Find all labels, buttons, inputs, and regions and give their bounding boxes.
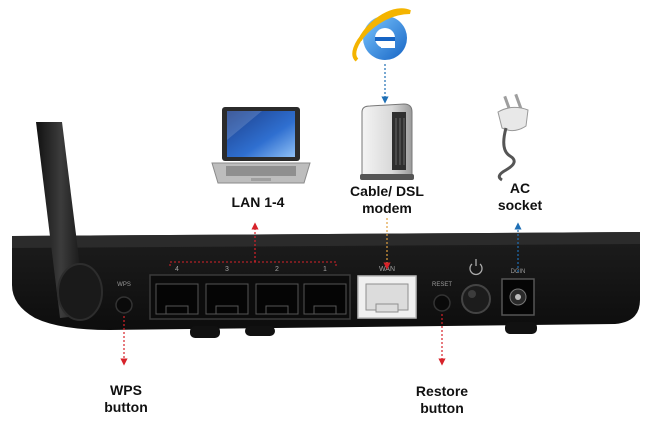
wan-port[interactable] [357, 275, 417, 319]
dc-in-socket[interactable] [501, 278, 535, 316]
lan-port-block [149, 274, 351, 320]
lan-port-4[interactable] [155, 283, 199, 315]
power-button[interactable] [461, 284, 491, 314]
ac-label-line2: socket [497, 197, 543, 213]
lan-port-number-1: 1 [323, 266, 327, 273]
laptop-icon [211, 107, 311, 184]
modem-icon [360, 103, 414, 180]
wps-button-label: WPS button [94, 382, 158, 416]
ac-label-line1: AC [509, 180, 531, 196]
ac-plug-icon [497, 93, 529, 182]
modem-label-line2: modem [362, 200, 412, 216]
lan-label-text: LAN 1-4 [231, 194, 285, 210]
wps-marking: WPS [117, 282, 131, 288]
reset-marking: RESET [432, 282, 452, 288]
wps-button[interactable] [115, 296, 133, 314]
lan-port-number-2: 2 [275, 266, 279, 273]
reset-button[interactable] [433, 294, 451, 312]
internet-explorer-icon [352, 8, 411, 62]
lan-port-3[interactable] [205, 283, 249, 315]
lan-port-2[interactable] [255, 283, 299, 315]
restore-button-label: Restore button [404, 383, 480, 417]
lan-port-number-3: 3 [225, 266, 229, 273]
lan-label: LAN 1-4 [218, 194, 298, 211]
antenna [36, 122, 103, 321]
power-icon [469, 259, 483, 276]
lan-port-1[interactable] [303, 283, 347, 315]
modem-label: Cable/ DSL modem [340, 183, 434, 217]
lan-port-number-4: 4 [175, 266, 179, 273]
wan-marking: WAN [379, 266, 395, 273]
lan-bracket [169, 261, 337, 266]
wps-label-line1: WPS [110, 382, 142, 398]
ac-socket-label: AC socket [488, 180, 552, 214]
modem-label-line1: Cable/ DSL [350, 183, 424, 199]
restore-label-line1: Restore [415, 383, 469, 399]
restore-label-line2: button [420, 400, 464, 416]
wps-label-line2: button [104, 399, 148, 415]
